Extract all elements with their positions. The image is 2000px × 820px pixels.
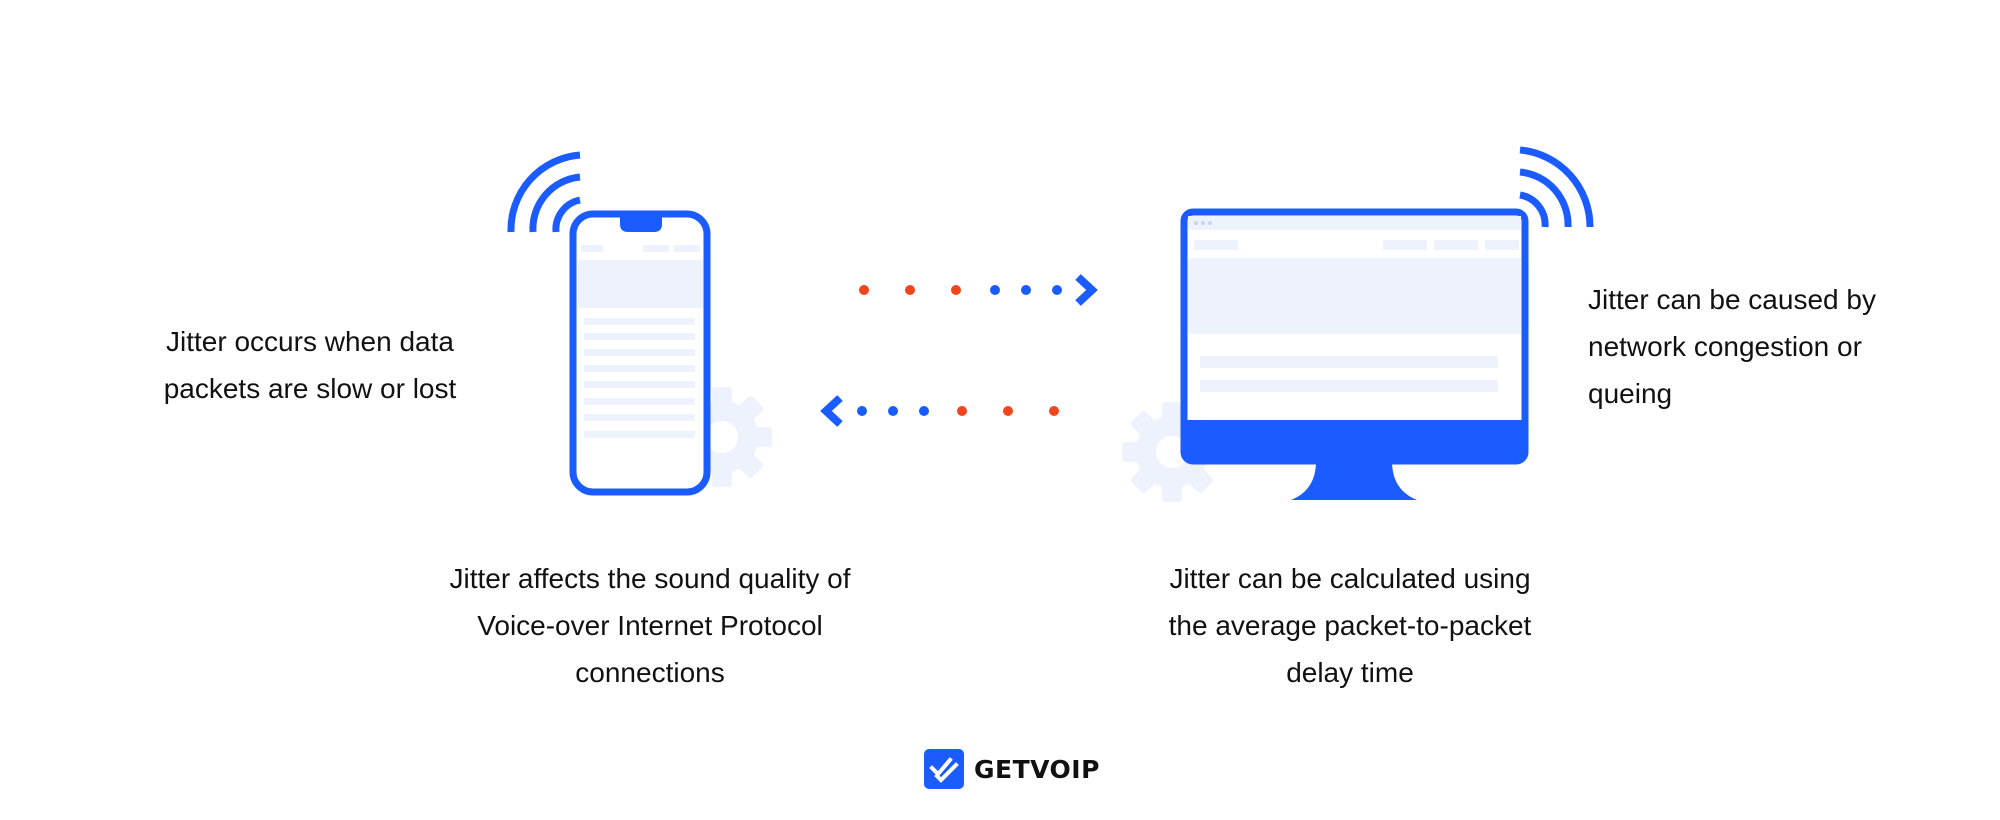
packet-dot xyxy=(951,285,961,295)
wifi-signal-icon xyxy=(507,151,581,233)
caption-line: connections xyxy=(575,657,725,688)
caption-line: the average packet-to-packet xyxy=(1168,610,1532,641)
caption-line: Jitter affects the sound quality of xyxy=(449,563,851,594)
caption-line: Jitter can be calculated using xyxy=(1169,563,1531,594)
arrow-right-icon xyxy=(1075,274,1098,306)
packet-dot xyxy=(957,406,967,416)
caption-jitter-definition: Jitter occurs when data packets are slow… xyxy=(150,318,470,412)
caption-line: packets are slow or lost xyxy=(163,373,457,404)
packet-row-top xyxy=(859,285,1062,295)
brand-logo: GETVOIP xyxy=(924,748,1100,790)
caption-line: network congestion or xyxy=(1588,331,1862,362)
caption-jitter-causes: Jitter can be caused by network congesti… xyxy=(1588,276,1948,417)
arrow-left-icon xyxy=(820,395,843,427)
caption-line: Voice-over Internet Protocol xyxy=(477,610,823,641)
wifi-signal-icon xyxy=(1519,146,1594,228)
packet-dot xyxy=(859,285,869,295)
monitor-icon xyxy=(1180,208,1529,500)
caption-line: Jitter occurs when data xyxy=(166,326,454,357)
packet-dot xyxy=(919,406,929,416)
brand-name: GETVOIP xyxy=(974,754,1100,784)
packet-dot xyxy=(857,406,867,416)
caption-line: queing xyxy=(1588,378,1673,409)
smartphone-icon xyxy=(569,210,711,496)
caption-jitter-calculation: Jitter can be calculated using the avera… xyxy=(1120,555,1580,696)
caption-jitter-effects: Jitter affects the sound quality of Voic… xyxy=(420,555,880,696)
caption-line: delay time xyxy=(1286,657,1414,688)
packet-dot xyxy=(888,406,898,416)
packet-dot xyxy=(1003,406,1013,416)
packet-dot xyxy=(1049,406,1059,416)
packet-dot xyxy=(990,285,1000,295)
packet-dot xyxy=(905,285,915,295)
packet-dot xyxy=(1021,285,1031,295)
double-check-icon xyxy=(924,749,964,789)
packet-row-bottom xyxy=(857,406,1059,416)
caption-line: Jitter can be caused by xyxy=(1588,284,1876,315)
packet-dot xyxy=(1052,285,1062,295)
